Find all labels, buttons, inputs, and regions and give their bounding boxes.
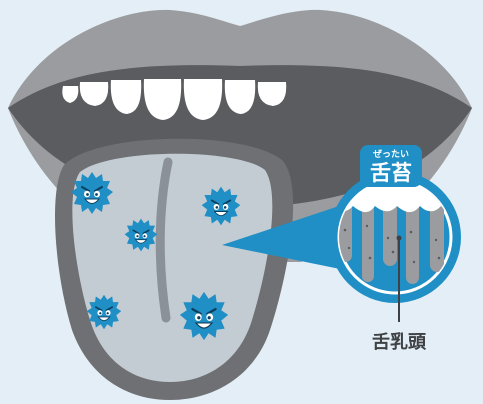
tongue-median-groove: [155, 157, 173, 323]
coating-layer: [339, 181, 451, 214]
callout-pointer: [222, 204, 345, 270]
magnified-view: [329, 171, 461, 322]
callout-ruby: ぜったい: [373, 149, 409, 160]
upper-teeth: [62, 79, 287, 120]
pointer-label: 舌乳頭: [372, 331, 427, 353]
callout-label-box: [360, 145, 422, 187]
callout-title: 舌苔: [370, 161, 412, 185]
